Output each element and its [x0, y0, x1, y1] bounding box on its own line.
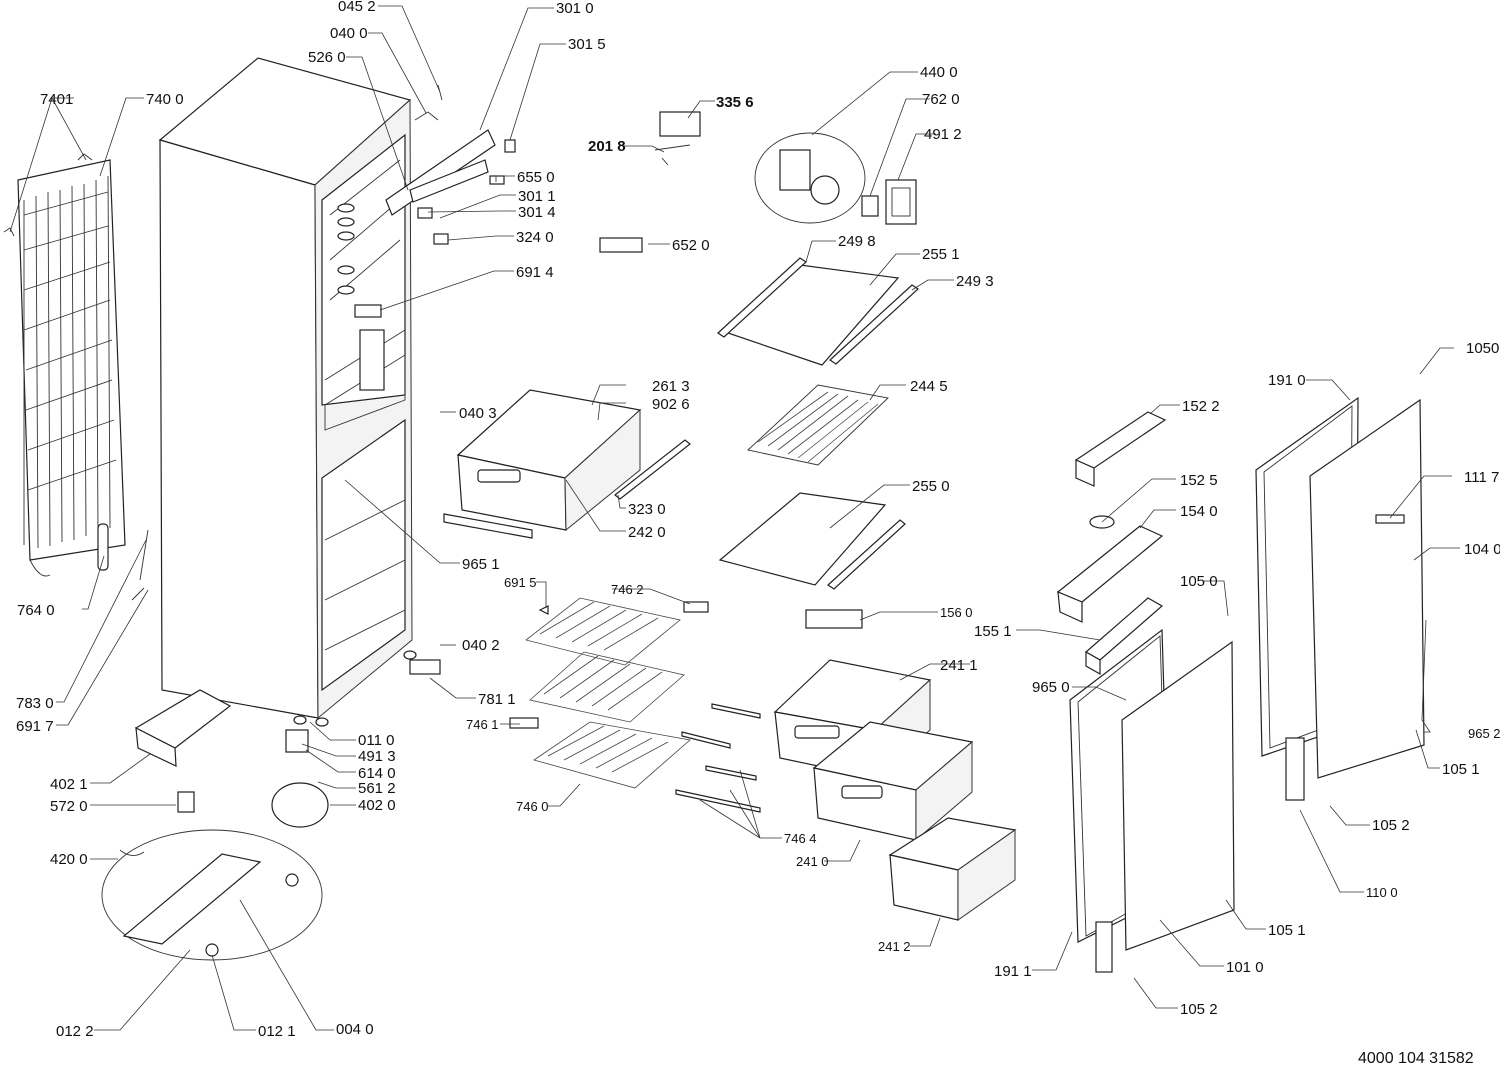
callout-101-0: 101 0 — [1226, 959, 1264, 976]
callout-301-4: 301 4 — [518, 204, 556, 221]
callout-249-3: 249 3 — [956, 273, 994, 290]
callout-261-3: 261 3 — [652, 378, 690, 395]
callout-255-1: 255 1 — [922, 246, 960, 263]
callout-762-0: 762 0 — [922, 91, 960, 108]
callout-7401: 7401 — [40, 91, 73, 108]
callout-301-0: 301 0 — [556, 0, 594, 17]
callout-040-0: 040 0 — [330, 25, 368, 42]
callout-011-0: 011 0 — [358, 732, 394, 749]
wire-shelf — [747, 384, 889, 466]
callout-labels: 045 2 040 0 526 0 301 0 301 5 335 6 201 … — [16, 0, 1500, 1040]
callout-045-2: 045 2 — [338, 0, 376, 15]
callout-335-6: 335 6 — [716, 94, 754, 111]
fridge-door — [1255, 396, 1425, 801]
freezer-drawer-upper — [443, 389, 691, 539]
control-unit-group — [754, 132, 917, 225]
callout-420-0: 420 0 — [50, 851, 88, 868]
callout-255-0: 255 0 — [912, 478, 950, 495]
callout-965-1: 965 1 — [462, 556, 500, 573]
callout-156-0: 156 0 — [940, 605, 973, 620]
callout-201-8: 201 8 — [588, 138, 626, 155]
callout-965-0: 965 0 — [1032, 679, 1070, 696]
glass-shelf-lower — [718, 492, 906, 590]
leader-lines — [9, 5, 1460, 1031]
callout-740-0: 740 0 — [146, 91, 184, 108]
callout-902-6: 902 6 — [652, 396, 690, 413]
callout-746-1: 746 1 — [466, 717, 499, 732]
callout-323-0: 323 0 — [628, 501, 666, 518]
callout-655-0: 655 0 — [517, 169, 555, 186]
document-number: 4000 104 31582 — [1358, 1050, 1474, 1067]
callout-402-1: 402 1 — [50, 776, 88, 793]
callout-104-0: 104 0 — [1464, 541, 1500, 558]
callout-191-1: 191 1 — [994, 963, 1032, 980]
callout-440-0: 440 0 — [920, 64, 958, 81]
callout-1050: 1050 — [1466, 340, 1499, 357]
wire-baskets — [509, 597, 709, 789]
door-bins — [1056, 411, 1167, 676]
callout-040-2: 040 2 — [462, 637, 500, 654]
callout-783-0: 783 0 — [16, 695, 54, 712]
top-parts — [385, 84, 701, 253]
callout-764-0: 764 0 — [17, 602, 55, 619]
callout-746-0: 746 0 — [516, 799, 549, 814]
callout-105-1: 105 1 — [1442, 761, 1480, 778]
callout-040-3: 040 3 — [459, 405, 497, 422]
glass-shelf-upper — [717, 257, 919, 366]
callout-614-0: 614 0 — [358, 765, 396, 782]
callout-105-2: 105 2 — [1372, 817, 1410, 834]
callout-746-2: 746 2 — [611, 582, 644, 597]
callout-154-0: 154 0 — [1180, 503, 1218, 520]
callout-691-4: 691 4 — [516, 264, 554, 281]
callout-105-2b: 105 2 — [1180, 1001, 1218, 1018]
callout-691-5: 691 5 — [504, 575, 537, 590]
callout-155-1: 155 1 — [974, 623, 1012, 640]
callout-301-5: 301 5 — [568, 36, 606, 53]
callout-241-1: 241 1 — [940, 657, 978, 674]
callout-111-7: 111 7 — [1464, 469, 1499, 486]
condenser — [3, 153, 126, 577]
callout-105-1b: 105 1 — [1268, 922, 1306, 939]
callout-301-1: 301 1 — [518, 188, 556, 205]
callout-572-0: 572 0 — [50, 798, 88, 815]
callout-244-5: 244 5 — [910, 378, 948, 395]
callout-152-2: 152 2 — [1182, 398, 1220, 415]
callout-241-0: 241 0 — [796, 854, 829, 869]
callout-402-0: 402 0 — [358, 797, 396, 814]
egg-tray — [805, 609, 863, 629]
callout-781-1: 781 1 — [478, 691, 516, 708]
callout-110-0: 110 0 — [1366, 885, 1398, 900]
callout-324-0: 324 0 — [516, 229, 554, 246]
callout-012-1: 012 1 — [258, 1023, 296, 1040]
callout-191-0: 191 0 — [1268, 372, 1306, 389]
callout-652-0: 652 0 — [672, 237, 710, 254]
callout-012-2: 012 2 — [56, 1023, 94, 1040]
callout-152-5: 152 5 — [1180, 472, 1218, 489]
callout-691-7: 691 7 — [16, 718, 54, 735]
fridge-cabinet — [158, 57, 441, 727]
callout-491-3: 491 3 — [358, 748, 396, 765]
basket-rails — [675, 703, 761, 813]
callout-004-0: 004 0 — [336, 1021, 374, 1038]
callout-561-2: 561 2 — [358, 780, 396, 797]
freezer-door — [1069, 628, 1235, 973]
callout-746-4: 746 4 — [784, 831, 817, 846]
callout-965-2: 965 2 — [1468, 726, 1500, 741]
compressor-area — [101, 689, 329, 961]
callout-526-0: 526 0 — [308, 49, 346, 66]
callout-249-8: 249 8 — [838, 233, 876, 250]
callout-105-0: 105 0 — [1180, 573, 1218, 590]
callout-242-0: 242 0 — [628, 524, 666, 541]
callout-491-2: 491 2 — [924, 126, 962, 143]
condenser-parts — [97, 523, 149, 601]
callout-241-2: 241 2 — [878, 939, 911, 954]
crisper-drawers — [773, 659, 1017, 921]
